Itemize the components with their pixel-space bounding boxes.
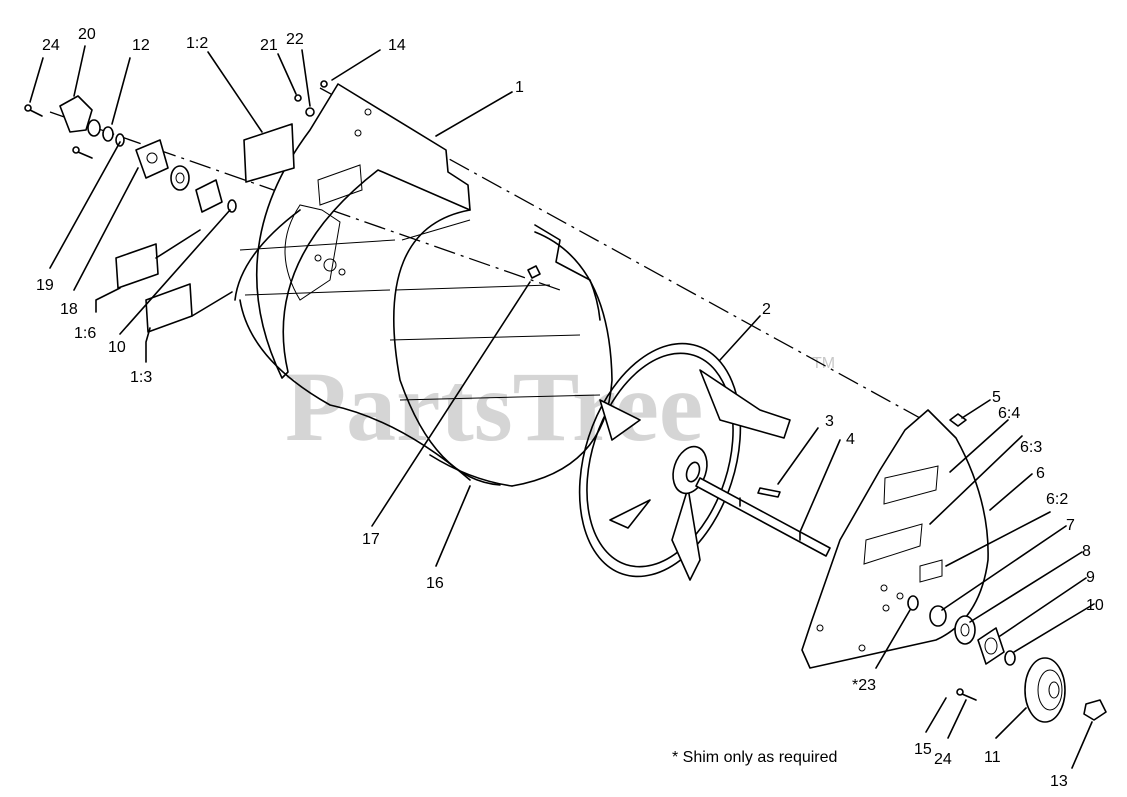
shaft-key [757, 487, 781, 498]
callout-6: 6 [1036, 465, 1045, 482]
callout-1-2: 1:2 [186, 35, 208, 52]
callout-19: 19 [36, 277, 54, 294]
callout-13: 13 [1050, 773, 1068, 790]
shim-washer [907, 595, 919, 611]
callout-4: 4 [846, 431, 855, 448]
callout-22: 22 [286, 31, 304, 48]
bracket [59, 95, 93, 133]
callout-1-6: 1:6 [74, 325, 96, 342]
flange-left [195, 179, 223, 213]
housing-side-plate-right [801, 409, 989, 669]
callout-15: 15 [914, 741, 932, 758]
bearing-left [170, 165, 190, 191]
callout-labels: 24 20 12 1:2 21 22 14 1 19 18 1:6 10 1:3… [36, 26, 1104, 790]
callout-18: 18 [60, 301, 78, 318]
callout-11: 11 [984, 749, 1001, 766]
flange-plate-left [135, 139, 169, 179]
impeller [578, 342, 791, 581]
callout-24: 24 [42, 37, 60, 54]
callout-16: 16 [426, 575, 444, 592]
screw-left [24, 104, 93, 159]
callout-9: 9 [1086, 569, 1095, 586]
callout-1: 1 [515, 79, 524, 96]
washer-left [227, 199, 237, 213]
washer-right [1004, 650, 1016, 666]
callout-10-right: 10 [1086, 597, 1104, 614]
callout-17: 17 [362, 531, 380, 548]
bearing-spacer [929, 605, 947, 627]
callout-23: *23 [852, 677, 876, 694]
callout-24-right: 24 [934, 751, 952, 768]
housing-scroll-wrapper [234, 209, 613, 487]
callout-6-3: 6:3 [1020, 439, 1042, 456]
callout-21: 21 [260, 37, 278, 54]
callout-5: 5 [992, 389, 1001, 406]
decal-panels [115, 123, 295, 333]
watermark-trademark: TM [812, 355, 835, 372]
bearing-flange [977, 627, 1005, 665]
callout-2: 2 [762, 301, 771, 318]
watermark-text: PartsTree [285, 351, 703, 462]
hex-nut [1083, 699, 1107, 721]
callout-12: 12 [132, 37, 150, 54]
callout-6-4: 6:4 [998, 405, 1020, 422]
callout-1-3: 1:3 [130, 369, 152, 386]
callout-7: 7 [1066, 517, 1075, 534]
impeller-shaft [695, 477, 831, 557]
housing-side-plate-left [255, 83, 471, 379]
callout-14: 14 [388, 37, 406, 54]
shim-note: * Shim only as required [672, 749, 837, 766]
leader-lines [29, 45, 1095, 769]
bearing [954, 615, 976, 645]
callout-10-left: 10 [108, 339, 126, 356]
pulley [1024, 657, 1066, 723]
bolt-right [956, 688, 977, 701]
hardware-top [294, 80, 541, 279]
bushing-left [87, 119, 125, 147]
callout-20: 20 [78, 26, 96, 43]
callout-3: 3 [825, 413, 834, 430]
callout-8: 8 [1082, 543, 1091, 560]
callout-6-2: 6:2 [1046, 491, 1068, 508]
